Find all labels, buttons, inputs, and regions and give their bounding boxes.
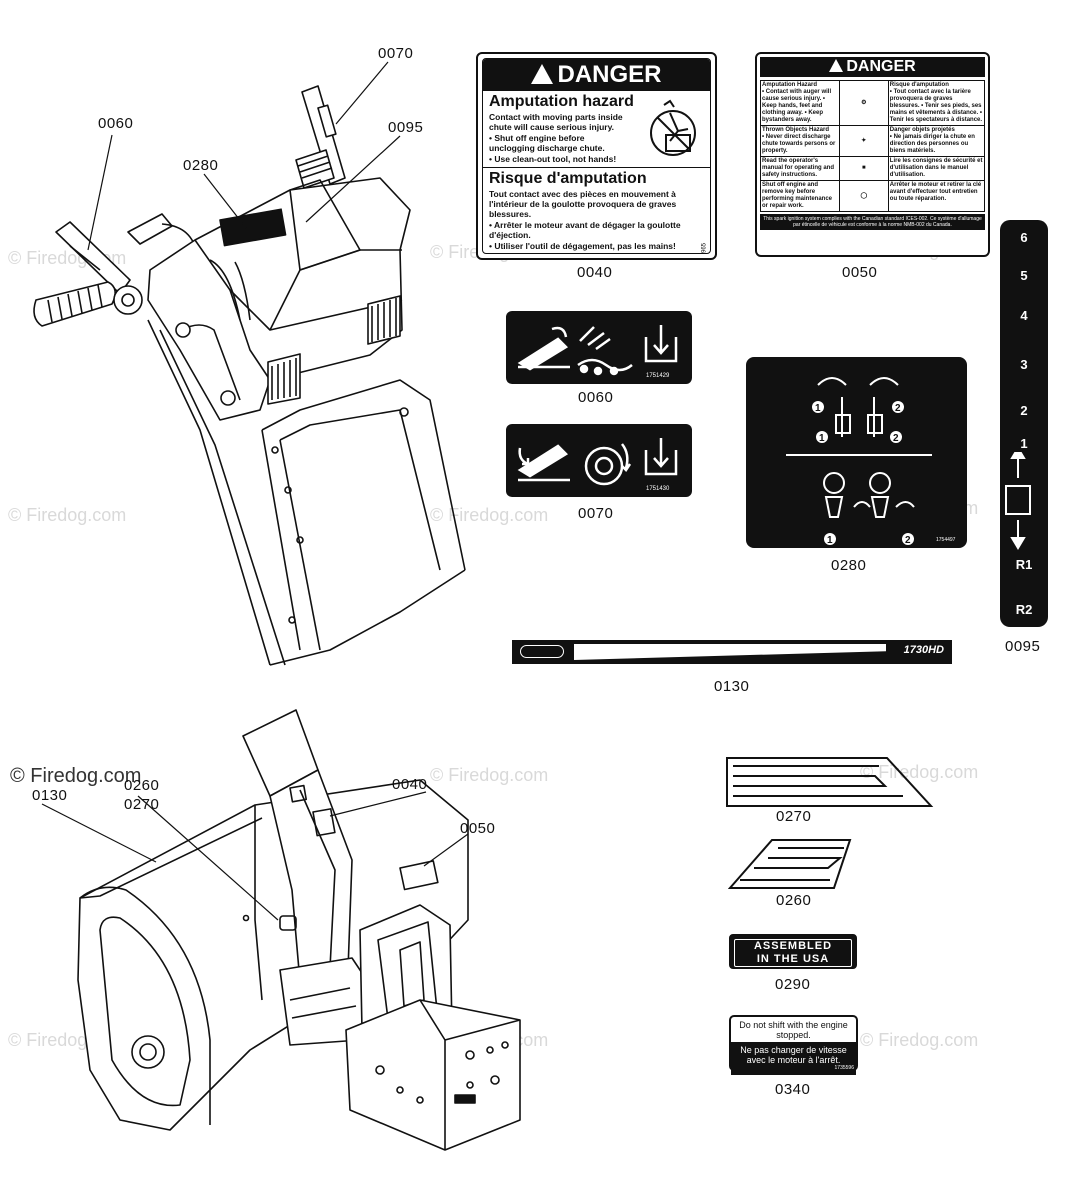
speed-4: 4: [1020, 308, 1028, 323]
warning-triangle-icon: [531, 64, 554, 84]
auger-engage-icon: 1751429: [517, 325, 678, 379]
speed-1: 1: [1020, 436, 1028, 451]
callout-0260: 0260: [124, 777, 160, 794]
callout-0270: 0270: [124, 796, 160, 813]
thrown-objects-icon: ✦: [838, 125, 889, 157]
en-text: Contact with moving parts inside chute w…: [489, 112, 623, 132]
svg-text:1: 1: [827, 535, 833, 546]
callout-0280: 0280: [183, 157, 219, 174]
fr-text: Tout contact avec des pièces en mouvemen…: [489, 189, 677, 219]
table-row: Thrown Objects Hazard• Never direct disc…: [760, 125, 986, 157]
brand-logo-icon: [520, 645, 564, 658]
label-0070: 0070: [578, 505, 614, 522]
svg-text:1: 1: [815, 403, 821, 414]
decal-0040-danger: DANGER Amputation hazard Contact with mo…: [476, 52, 717, 260]
drive-engage-icon: 1751430: [517, 438, 678, 492]
reverse-2: R2: [1015, 602, 1033, 617]
callout-0050: 0050: [460, 820, 496, 837]
table-row: Amputation Hazard• Contact with auger wi…: [760, 80, 986, 126]
assembled-line-2: IN THE USA: [756, 953, 830, 965]
watermark: © Firedog.com: [860, 762, 979, 782]
shift-warning-en: Do not shift with the engine stopped.: [739, 1020, 848, 1040]
decal-0130-model-stripe: 1730HD: [512, 640, 952, 664]
shift-warning-fr: Ne pas changer de vitesse avec le moteur…: [740, 1045, 847, 1065]
decal-0050-danger: DANGER Amputation Hazard• Contact with a…: [755, 52, 990, 257]
hand-in-chute-icon: [650, 99, 696, 156]
label-0270: 0270: [776, 808, 812, 825]
reverse-1: R1: [1015, 557, 1033, 572]
decal-0340-shift-warning: Do not shift with the engine stopped. Ne…: [729, 1015, 858, 1075]
label-0260: 0260: [776, 892, 812, 909]
label-0290: 0290: [775, 976, 811, 993]
decal-0290-assembled-usa: ASSEMBLED IN THE USA: [729, 934, 857, 969]
callout-0060: 0060: [98, 115, 134, 132]
table-row: Shut off engine and remove key before pe…: [760, 180, 986, 212]
watermark: © Firedog.com: [430, 765, 549, 785]
callout-0070: 0070: [378, 45, 414, 62]
danger-header: DANGER: [760, 57, 985, 77]
speed-5: 5: [1020, 268, 1028, 283]
callout-0095: 0095: [388, 119, 424, 136]
en-title: Amputation hazard: [489, 93, 634, 110]
table-row: Read the operator's manual for operating…: [760, 156, 986, 181]
speed-3: 3: [1020, 357, 1028, 372]
svg-text:1: 1: [819, 433, 825, 444]
danger-header: DANGER: [483, 59, 710, 91]
forward-reverse-arrow-icon: [1005, 452, 1031, 550]
speed-6: 6: [1020, 230, 1028, 245]
decal-code: 1735596: [834, 1065, 854, 1071]
decal-code: 1754497: [936, 537, 956, 543]
stripe-graphic: [574, 644, 886, 660]
dashboard-drawing: [33, 61, 466, 666]
label-0340: 0340: [775, 1081, 811, 1098]
decal-code: 1727965: [701, 243, 707, 253]
decal-0095-speed-selector: 6 5 4 3 2 1 R1 R2: [1000, 220, 1048, 627]
label-0280: 0280: [831, 557, 867, 574]
label-0095: 0095: [1005, 638, 1041, 655]
label-0050: 0050: [842, 264, 878, 281]
watermark: © Firedog.com: [860, 1030, 979, 1050]
warning-triangle-icon: [829, 59, 844, 72]
label-0040: 0040: [577, 264, 613, 281]
decal-footer: This spark ignition system complies with…: [760, 214, 985, 230]
speed-2: 2: [1020, 403, 1028, 418]
label-0060: 0060: [578, 389, 614, 406]
hazard-table: Amputation Hazard• Contact with auger wi…: [760, 80, 986, 212]
svg-text:2: 2: [895, 403, 901, 414]
manual-book-icon: ■: [838, 156, 889, 181]
callout-0130: 0130: [32, 787, 68, 804]
housing-drawing: [41, 709, 521, 1151]
decal-0060-auger-control: 1751429: [506, 311, 692, 384]
svg-text:2: 2: [893, 433, 899, 444]
label-0130: 0130: [714, 678, 750, 695]
watermark: © Firedog.com: [8, 505, 127, 525]
decal-0260-stripe: [728, 839, 852, 889]
chute-control-pictograms: 1 2 1 2 1 2 1754497: [786, 377, 956, 546]
fr-text: • Utiliser l'outil de dégagement, pas le…: [489, 241, 676, 251]
key-off-icon: ◯: [838, 180, 889, 212]
auger-hazard-icon: ⚙: [838, 80, 889, 126]
decal-0270-stripe: [726, 757, 934, 807]
fr-title: Risque d'amputation: [489, 170, 647, 187]
assembled-line-1: ASSEMBLED: [753, 940, 833, 952]
en-text: • Shut off engine before unclogging disc…: [489, 133, 605, 153]
en-text: • Use clean-out tool, not hands!: [489, 154, 617, 164]
svg-text:2: 2: [905, 535, 911, 546]
decal-code: 1751430: [646, 486, 670, 492]
callout-0040: 0040: [392, 776, 428, 793]
model-number: 1730HD: [903, 644, 944, 656]
decal-0280-chute-control: 1 2 1 2 1 2 1754497: [746, 357, 967, 548]
fr-text: • Arrêter le moteur avant de dégager la …: [489, 220, 681, 240]
watermark: © Firedog.com: [430, 505, 549, 525]
decal-0070-drive-control: 1751430: [506, 424, 692, 497]
decal-code: 1751429: [646, 373, 670, 379]
watermark-dark: © Firedog.com: [10, 765, 142, 787]
